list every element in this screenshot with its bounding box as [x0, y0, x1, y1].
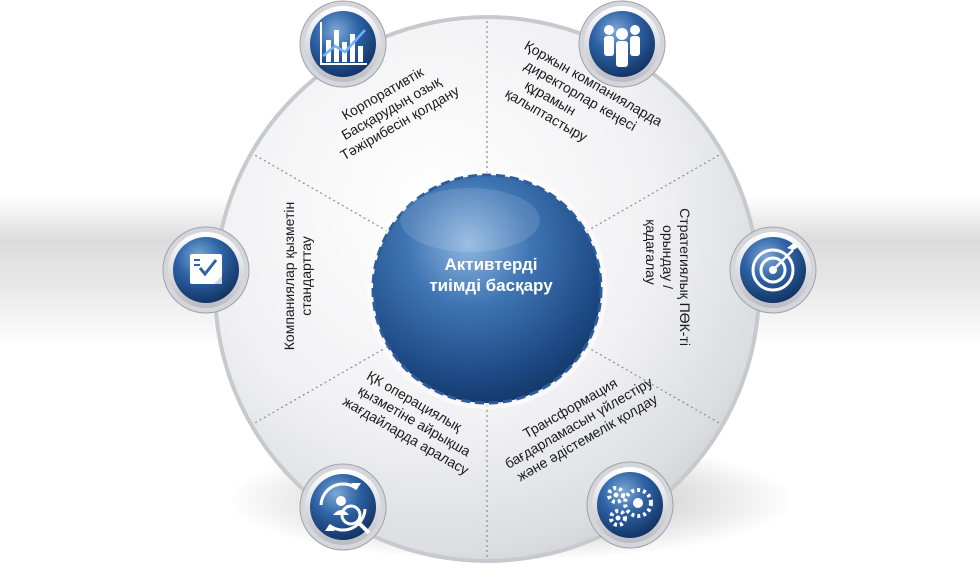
segment-standards: Компаниялар қызметін стандарттау — [281, 202, 314, 351]
segment-dividers — [252, 19, 722, 559]
segment-text: стандарттау — [298, 236, 314, 316]
target-icon — [729, 226, 817, 314]
center-title-line2: тиімді басқару — [429, 276, 553, 295]
checklist-icon — [162, 226, 250, 314]
center-highlight — [400, 188, 540, 252]
chart-icon — [299, 0, 387, 88]
segment-strategy: Стратегиялық ПӨК-ті орындау / қадағалау — [643, 208, 693, 346]
search-person-icon — [299, 463, 387, 551]
segment-text: орындау / — [660, 225, 676, 289]
segment-text: Компаниялар қызметін — [281, 202, 297, 351]
segment-text: Стратегиялық ПӨК-ті — [677, 208, 693, 346]
gears-icon — [586, 461, 674, 549]
center-title-line1: Активтерді — [444, 255, 537, 274]
center-halo — [367, 169, 607, 409]
people-icon — [578, 0, 666, 88]
center-circle — [371, 173, 603, 405]
segment-text: қадағалау — [643, 219, 659, 285]
